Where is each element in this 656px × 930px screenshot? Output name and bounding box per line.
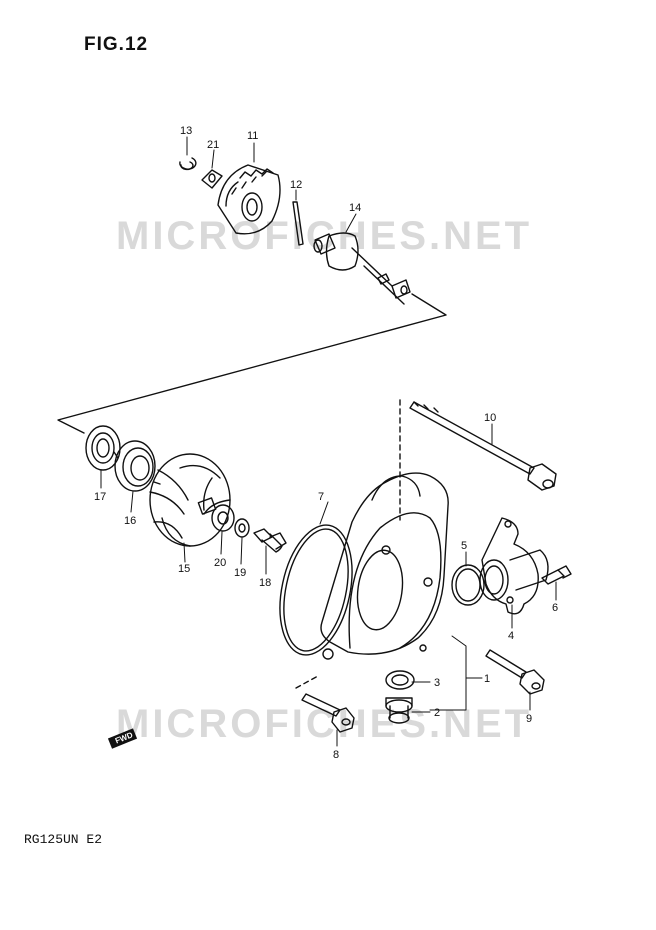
mechanical-seal-16 — [113, 440, 161, 492]
bolt-10 — [409, 401, 557, 491]
bolt-6 — [541, 565, 572, 585]
pin-12 — [292, 201, 304, 246]
part-label-1: 1 — [484, 673, 490, 685]
part-label-8: 8 — [333, 749, 339, 761]
part-label-3: 3 — [434, 677, 440, 689]
part-label-6: 6 — [552, 602, 558, 614]
washer-20 — [211, 504, 235, 532]
shaft-14 — [313, 232, 411, 305]
pump-cover — [320, 472, 449, 660]
part-label-15: 15 — [178, 563, 190, 575]
leader-bolt-8-cover — [295, 675, 319, 689]
leader-lines — [100, 136, 557, 747]
part-label-13: 13 — [180, 125, 192, 137]
outlet-pipe-4 — [479, 517, 549, 615]
part-label-5: 5 — [461, 540, 467, 552]
leader-shaft-link — [57, 293, 447, 434]
figure-title: FIG.12 — [84, 34, 149, 55]
washer-21 — [201, 169, 223, 189]
washer-19 — [234, 518, 250, 538]
drain-plug-2 — [385, 697, 413, 724]
gasket-3 — [385, 670, 415, 690]
part-label-10: 10 — [484, 412, 496, 424]
bolt-18 — [253, 528, 287, 553]
part-label-14: 14 — [349, 202, 361, 214]
bolt-9 — [485, 649, 545, 695]
impeller-15 — [149, 453, 231, 547]
part-label-20: 20 — [214, 557, 226, 569]
part-label-2: 2 — [434, 707, 440, 719]
oil-seal-17 — [85, 425, 121, 471]
o-ring-7 — [279, 524, 353, 656]
part-label-21: 21 — [207, 139, 219, 151]
model-code: RG125UN E2 — [24, 832, 103, 847]
part-label-7: 7 — [318, 491, 324, 503]
circlip-13 — [179, 157, 197, 171]
gear-11 — [217, 164, 281, 235]
part-label-18: 18 — [259, 577, 271, 589]
part-label-4: 4 — [508, 630, 514, 642]
o-ring-5 — [451, 564, 485, 606]
part-label-17: 17 — [94, 491, 106, 503]
part-label-9: 9 — [526, 713, 532, 725]
part-label-11: 11 — [247, 130, 258, 142]
bolt-8 — [301, 693, 355, 733]
part-label-19: 19 — [234, 567, 246, 579]
part-label-16: 16 — [124, 515, 136, 527]
part-label-12: 12 — [290, 179, 302, 191]
